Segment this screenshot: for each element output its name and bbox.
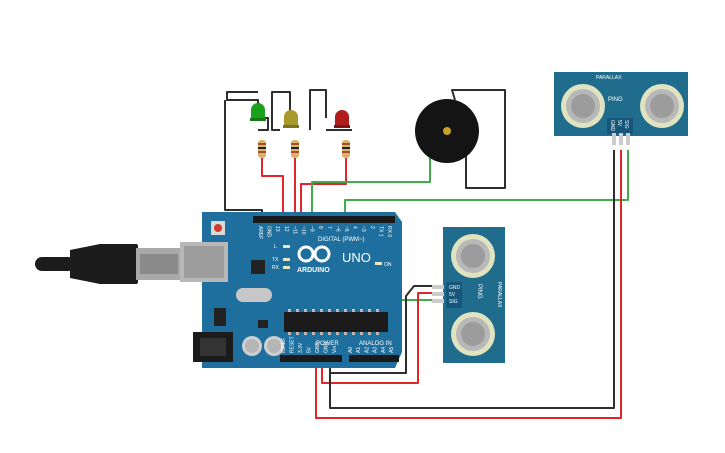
- led-green[interactable]: [250, 103, 266, 121]
- arduino-logo: [297, 245, 331, 263]
- digital-pin-label: 4: [352, 226, 358, 229]
- usb-chip: [251, 260, 265, 274]
- arduino-uno-board[interactable]: L TX RX ON ARDUINO UNO DIGITAL (PWM~) PO…: [180, 212, 402, 368]
- analog-pin-label: A0: [348, 347, 354, 353]
- digital-pin-label: 13: [274, 226, 280, 232]
- sensor-right-pins[interactable]: [432, 285, 444, 303]
- resistor-1[interactable]: [258, 140, 266, 158]
- digital-pin-label: RX 0: [386, 226, 392, 237]
- power-pin-label: 5V: [307, 346, 313, 353]
- led-tx-label: TX: [272, 257, 279, 263]
- wire-red-sensor-right: [321, 292, 440, 384]
- led-l-label: L: [274, 244, 277, 250]
- sensor-top-pins[interactable]: [612, 133, 630, 145]
- digital-pin-label: 7: [326, 226, 332, 229]
- usb-cable: [35, 244, 182, 284]
- led-rx-indicator: [283, 266, 290, 269]
- power-pin-label: IOREF: [281, 338, 287, 353]
- chip-pins: [288, 309, 379, 335]
- power-pin-label: GND: [315, 342, 321, 354]
- wires: [224, 89, 629, 419]
- analog-pin-label: A1: [356, 347, 362, 353]
- digital-pin-label: AREF: [257, 226, 263, 239]
- sensor-top-pin-label: SIG: [623, 120, 629, 129]
- resistor-2[interactable]: [291, 140, 299, 158]
- sensor-right-pin-label: GND: [449, 285, 461, 291]
- digital-pin-label: TX 1: [377, 226, 383, 237]
- analog-pin-label: A5: [389, 347, 395, 353]
- power-pin-label: Vin: [332, 346, 338, 353]
- wire-black-sensor-top: [329, 150, 615, 409]
- analog-pin-label: A3: [373, 347, 379, 353]
- sensor-top-brand: PARALLAX: [596, 75, 622, 81]
- sensor-right-pin-label: 5V: [449, 292, 456, 298]
- brand-label: ARDUINO: [297, 267, 330, 274]
- led-rx-label: RX: [272, 265, 280, 271]
- power-pin-label: RESET: [290, 336, 296, 353]
- sensor-right-pin-label: SIG: [449, 299, 458, 305]
- digital-pin-label: 8: [317, 226, 323, 229]
- wire-led-ground: [226, 89, 506, 189]
- led-tx-indicator: [283, 258, 290, 261]
- wire-green-buzzer: [311, 158, 431, 222]
- sensor-right-name: PING: [476, 284, 482, 299]
- analog-header[interactable]: [349, 355, 399, 362]
- digital-pin-label: ~6: [334, 226, 340, 232]
- analog-pin-label: A4: [381, 347, 387, 353]
- atmega-chip: [284, 312, 388, 332]
- digital-header[interactable]: [253, 216, 395, 223]
- digital-pin-label: ~10: [300, 226, 306, 235]
- power-header-label: POWER: [316, 341, 339, 347]
- sensor-top-name: PING: [608, 97, 623, 103]
- piezo-buzzer[interactable]: [415, 99, 479, 163]
- sensor-top-pin-label: 5V: [616, 120, 622, 127]
- led-red[interactable]: [334, 110, 350, 128]
- digital-pin-label: ~9: [309, 226, 315, 232]
- led-on-indicator: [375, 262, 382, 265]
- digital-pin-label: 2: [369, 226, 375, 229]
- regulator: [214, 308, 226, 326]
- wire-red-led-1: [261, 155, 284, 222]
- sensor-top-pin-label: GND: [609, 120, 615, 132]
- analog-header-label: ANALOG IN: [359, 341, 392, 347]
- power-pin-label: GND: [324, 342, 330, 354]
- model-label: UNO: [342, 250, 371, 265]
- wire-red-sensor-top: [315, 150, 622, 419]
- digital-pin-label: ~5: [343, 226, 349, 232]
- led-yellow[interactable]: [283, 110, 299, 128]
- analog-pin-label: A2: [364, 347, 370, 353]
- digital-pin-label: ~11: [291, 226, 297, 234]
- digital-pin-label: GND: [266, 226, 272, 238]
- power-pin-label: 3.3V: [298, 342, 304, 353]
- sensor-right-brand: PARALLAX: [496, 282, 502, 308]
- led-on-label: ON: [384, 262, 392, 268]
- digital-pin-label: 12: [283, 226, 289, 232]
- digital-pin-label: ~3: [360, 226, 366, 232]
- digital-header-label: DIGITAL (PWM~): [318, 237, 365, 243]
- crystal: [236, 288, 272, 302]
- wire-red-led-3: [300, 155, 347, 222]
- power-header[interactable]: [280, 355, 342, 362]
- wire-green-sensor-top: [344, 150, 629, 222]
- resistor-3[interactable]: [342, 140, 350, 158]
- led-l-indicator: [283, 245, 290, 248]
